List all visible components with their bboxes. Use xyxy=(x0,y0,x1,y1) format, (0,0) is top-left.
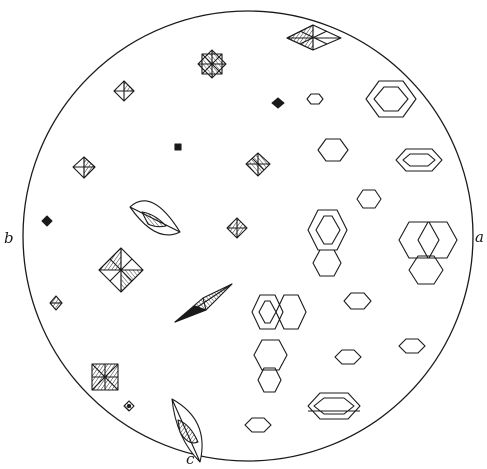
octahedral-crystal xyxy=(227,218,247,238)
small-crystal xyxy=(124,401,134,411)
octahedral-crystal xyxy=(50,296,62,310)
hexagonal-plate xyxy=(366,81,416,117)
octahedral-crystal xyxy=(92,364,118,390)
hexagonal-plate xyxy=(344,293,371,309)
hexagonal-plate xyxy=(245,418,271,432)
octahedral-crystal xyxy=(73,157,95,178)
octahedral-crystal xyxy=(246,153,270,176)
hexagonal-plate xyxy=(335,350,361,364)
hexagonal-plate xyxy=(396,149,442,171)
small-crystal xyxy=(272,98,284,108)
hexagonal-plate xyxy=(318,139,348,161)
elongated-crystal xyxy=(175,284,232,322)
twinned-hexagonal-plates xyxy=(399,222,457,284)
lens-crystal xyxy=(130,201,180,235)
hexagonal-plate xyxy=(308,393,360,419)
hexagonal-plate xyxy=(357,190,381,208)
octahedral-crystal xyxy=(99,248,143,292)
label-c: c xyxy=(186,452,194,467)
label-b: b xyxy=(4,231,14,246)
twinned-hexagonal-plates xyxy=(308,210,347,276)
hexagonal-plate xyxy=(307,94,323,104)
octahedral-crystal xyxy=(287,25,341,50)
octahedral-crystal xyxy=(114,81,134,101)
small-crystal xyxy=(175,144,181,150)
hexagonal-plate xyxy=(399,339,425,353)
twinned-hexagonal-plates xyxy=(254,340,287,392)
field-of-view-circle xyxy=(23,11,473,461)
label-a: a xyxy=(475,230,484,245)
twinned-hexagonal-plates xyxy=(252,295,306,329)
twinned-octahedral-crystal xyxy=(198,50,226,78)
small-crystal xyxy=(42,216,52,226)
